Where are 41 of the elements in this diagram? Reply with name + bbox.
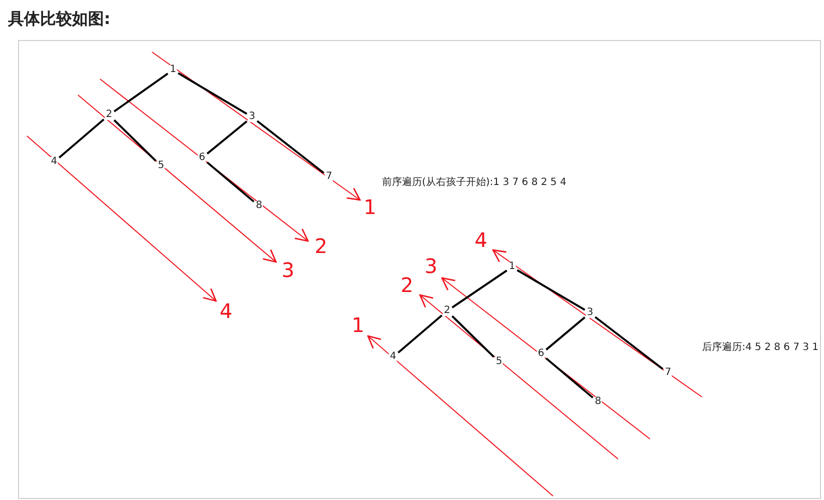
tree-edge <box>516 269 586 311</box>
step-number: 4 <box>220 301 232 321</box>
tree-node-number: 7 <box>664 368 672 378</box>
tree-node-number: 3 <box>586 308 594 318</box>
tree-node-number: 7 <box>324 172 334 182</box>
step-number: 2 <box>314 236 328 256</box>
tree-edge <box>206 120 248 154</box>
tree-edge <box>206 162 254 202</box>
tree-node-number: 3 <box>248 112 256 122</box>
tree-edge <box>594 316 664 370</box>
tree-node-number: 4 <box>50 157 58 167</box>
tree-node-number: 6 <box>198 153 206 163</box>
tree-node-number: 1 <box>168 65 178 75</box>
traversal-note: 后序遍历:4 5 2 8 6 7 3 1 <box>702 343 819 353</box>
step-number: 3 <box>424 256 438 276</box>
tree-node-number: 1 <box>508 262 516 272</box>
tree-edge <box>546 358 594 398</box>
tree-node-number: 2 <box>104 110 114 120</box>
tree-edge <box>114 119 156 162</box>
tree-edge <box>114 72 168 112</box>
tree-node-number: 8 <box>254 201 264 211</box>
tree-node-number: 5 <box>494 357 504 367</box>
step-number: 2 <box>400 275 414 295</box>
tree-node-number: 8 <box>594 397 602 407</box>
traversal-note: 前序遍历(从右孩子开始):1 3 7 6 8 2 5 4 <box>382 178 566 188</box>
heading: 具体比较如图: <box>8 11 110 27</box>
tree-edge <box>58 118 104 158</box>
step-number: 1 <box>364 197 376 217</box>
tree-node-number: 5 <box>156 161 166 171</box>
tree-edge <box>452 315 494 358</box>
step-number: 1 <box>352 315 364 335</box>
tree-edge <box>546 316 586 350</box>
tree-node-number: 4 <box>388 352 398 362</box>
tree-edge <box>178 72 248 115</box>
tree-edge <box>398 314 442 354</box>
tree-edge <box>452 270 508 308</box>
tree-node-number: 2 <box>442 306 452 316</box>
tree-edge <box>256 120 324 174</box>
tree-node-number: 6 <box>536 349 546 359</box>
step-number: 3 <box>282 260 294 280</box>
step-number: 4 <box>474 230 488 250</box>
